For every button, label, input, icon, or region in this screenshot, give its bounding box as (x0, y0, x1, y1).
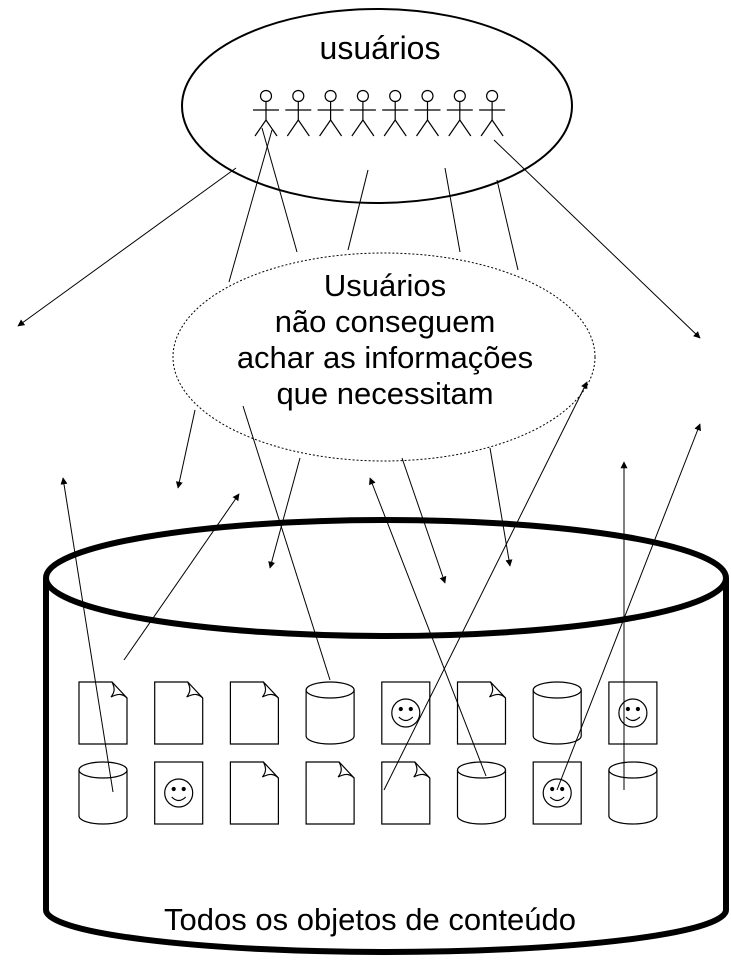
problem-line: que necessitam (276, 376, 494, 411)
user-figure-icon (382, 89, 409, 137)
document-icon (229, 761, 279, 825)
stick-figures-group (253, 89, 506, 137)
connector-line (496, 179, 519, 271)
document-icon (381, 761, 431, 825)
users-title: usuários (319, 30, 441, 66)
connector-lines (228, 127, 519, 283)
cylinder-icon (305, 681, 355, 745)
arrow (175, 409, 196, 489)
document-icon (78, 681, 128, 745)
arrow (383, 381, 588, 791)
connector-line (261, 127, 298, 253)
connector-line (444, 167, 461, 253)
arrow (489, 447, 513, 567)
arrow (123, 493, 240, 661)
user-figure-icon (349, 89, 376, 137)
problem-text: Usuários não conseguem achar as informaç… (175, 268, 595, 412)
document-icon (305, 761, 355, 825)
document-icon (154, 681, 204, 745)
arrow (60, 477, 114, 793)
cylinder-icon (456, 761, 507, 825)
arrows-group (17, 139, 701, 793)
problem-line: achar as informações (236, 340, 534, 375)
arrow (401, 457, 447, 584)
smiley-icon (608, 681, 658, 745)
cylinder-icon (78, 761, 128, 825)
arrow (369, 477, 487, 777)
connector-line (347, 169, 369, 251)
repository-label: Todos os objetos de conteúdo (164, 902, 576, 937)
user-figure-icon (446, 89, 473, 137)
smiley-icon (154, 761, 204, 825)
user-figure-icon (414, 89, 441, 137)
document-icon (229, 681, 279, 745)
problem-line: Usuários (323, 268, 447, 303)
cylinder-icon (608, 761, 658, 825)
user-figure-icon (253, 89, 279, 137)
smiley-icon (532, 761, 582, 825)
user-figure-icon (285, 89, 312, 137)
content-objects-group (78, 681, 658, 825)
problem-line: não conseguem (274, 304, 496, 339)
arrow (242, 405, 331, 681)
cylinder-icon (532, 681, 582, 745)
arrow (493, 139, 701, 339)
connector-line (228, 129, 273, 283)
repository-cylinder-body (43, 578, 729, 955)
users-ellipse (181, 8, 573, 204)
arrow (556, 423, 701, 791)
user-figure-icon (317, 89, 344, 137)
user-figure-icon (479, 89, 506, 137)
arrow (268, 457, 301, 569)
problem-ellipse (172, 252, 596, 462)
arrow (17, 167, 237, 327)
document-icon (456, 681, 507, 745)
